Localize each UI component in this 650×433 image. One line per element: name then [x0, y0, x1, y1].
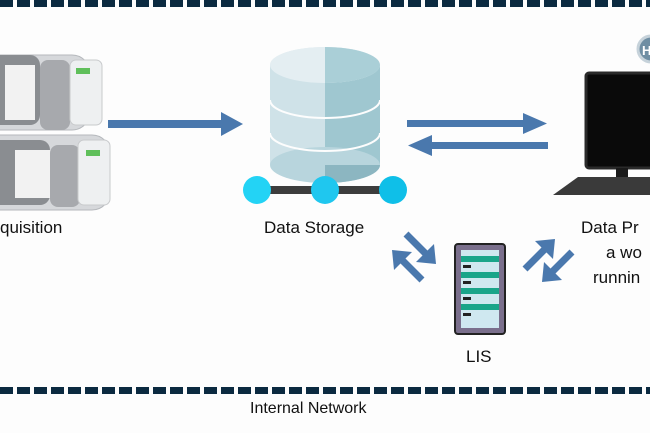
network-boundary-top — [0, 0, 650, 7]
server-rack-icon — [454, 243, 506, 335]
arrow-right-icon — [108, 112, 243, 136]
network-boundary-bottom — [0, 387, 650, 394]
database-icon — [243, 47, 407, 204]
processing-label-line-1: Data Pr — [581, 218, 639, 237]
arrow-left-icon — [408, 135, 548, 156]
arrow-diagonal-up-left-icon — [392, 250, 425, 283]
node-dot — [243, 176, 271, 204]
network-label: Internal Network — [250, 400, 367, 417]
badge-text: HS — [642, 43, 650, 58]
scanner-device-icon — [0, 54, 111, 211]
arrow-diagonal-down-right-icon — [403, 231, 436, 264]
arrow-diagonal-down-left-icon — [542, 249, 575, 282]
node-dot — [379, 176, 407, 204]
arrow-diagonal-up-right-icon — [522, 239, 555, 272]
scanner-top — [0, 54, 103, 131]
lis-label: LIS — [466, 347, 492, 366]
processing-label-line-3: runnin — [593, 268, 641, 287]
node-dot — [311, 176, 339, 204]
desktop-computer-icon: HS — [553, 34, 650, 195]
storage-label: Data Storage — [264, 218, 365, 237]
arrow-right-icon — [407, 113, 547, 134]
acquisition-label: quisition — [0, 218, 63, 237]
scanner-bottom — [0, 134, 111, 211]
processing-label-line-2: a wo — [606, 243, 642, 262]
